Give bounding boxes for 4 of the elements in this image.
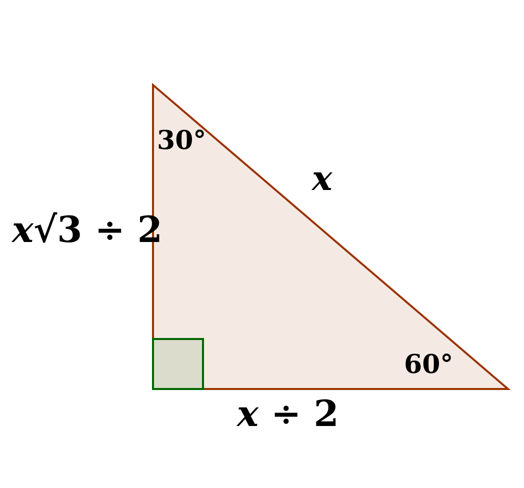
angle-label: 30° xyxy=(157,128,206,154)
side-label: x xyxy=(312,162,332,196)
angle-label: 60° xyxy=(404,352,454,378)
side-label: x ÷ 2 xyxy=(237,396,339,432)
